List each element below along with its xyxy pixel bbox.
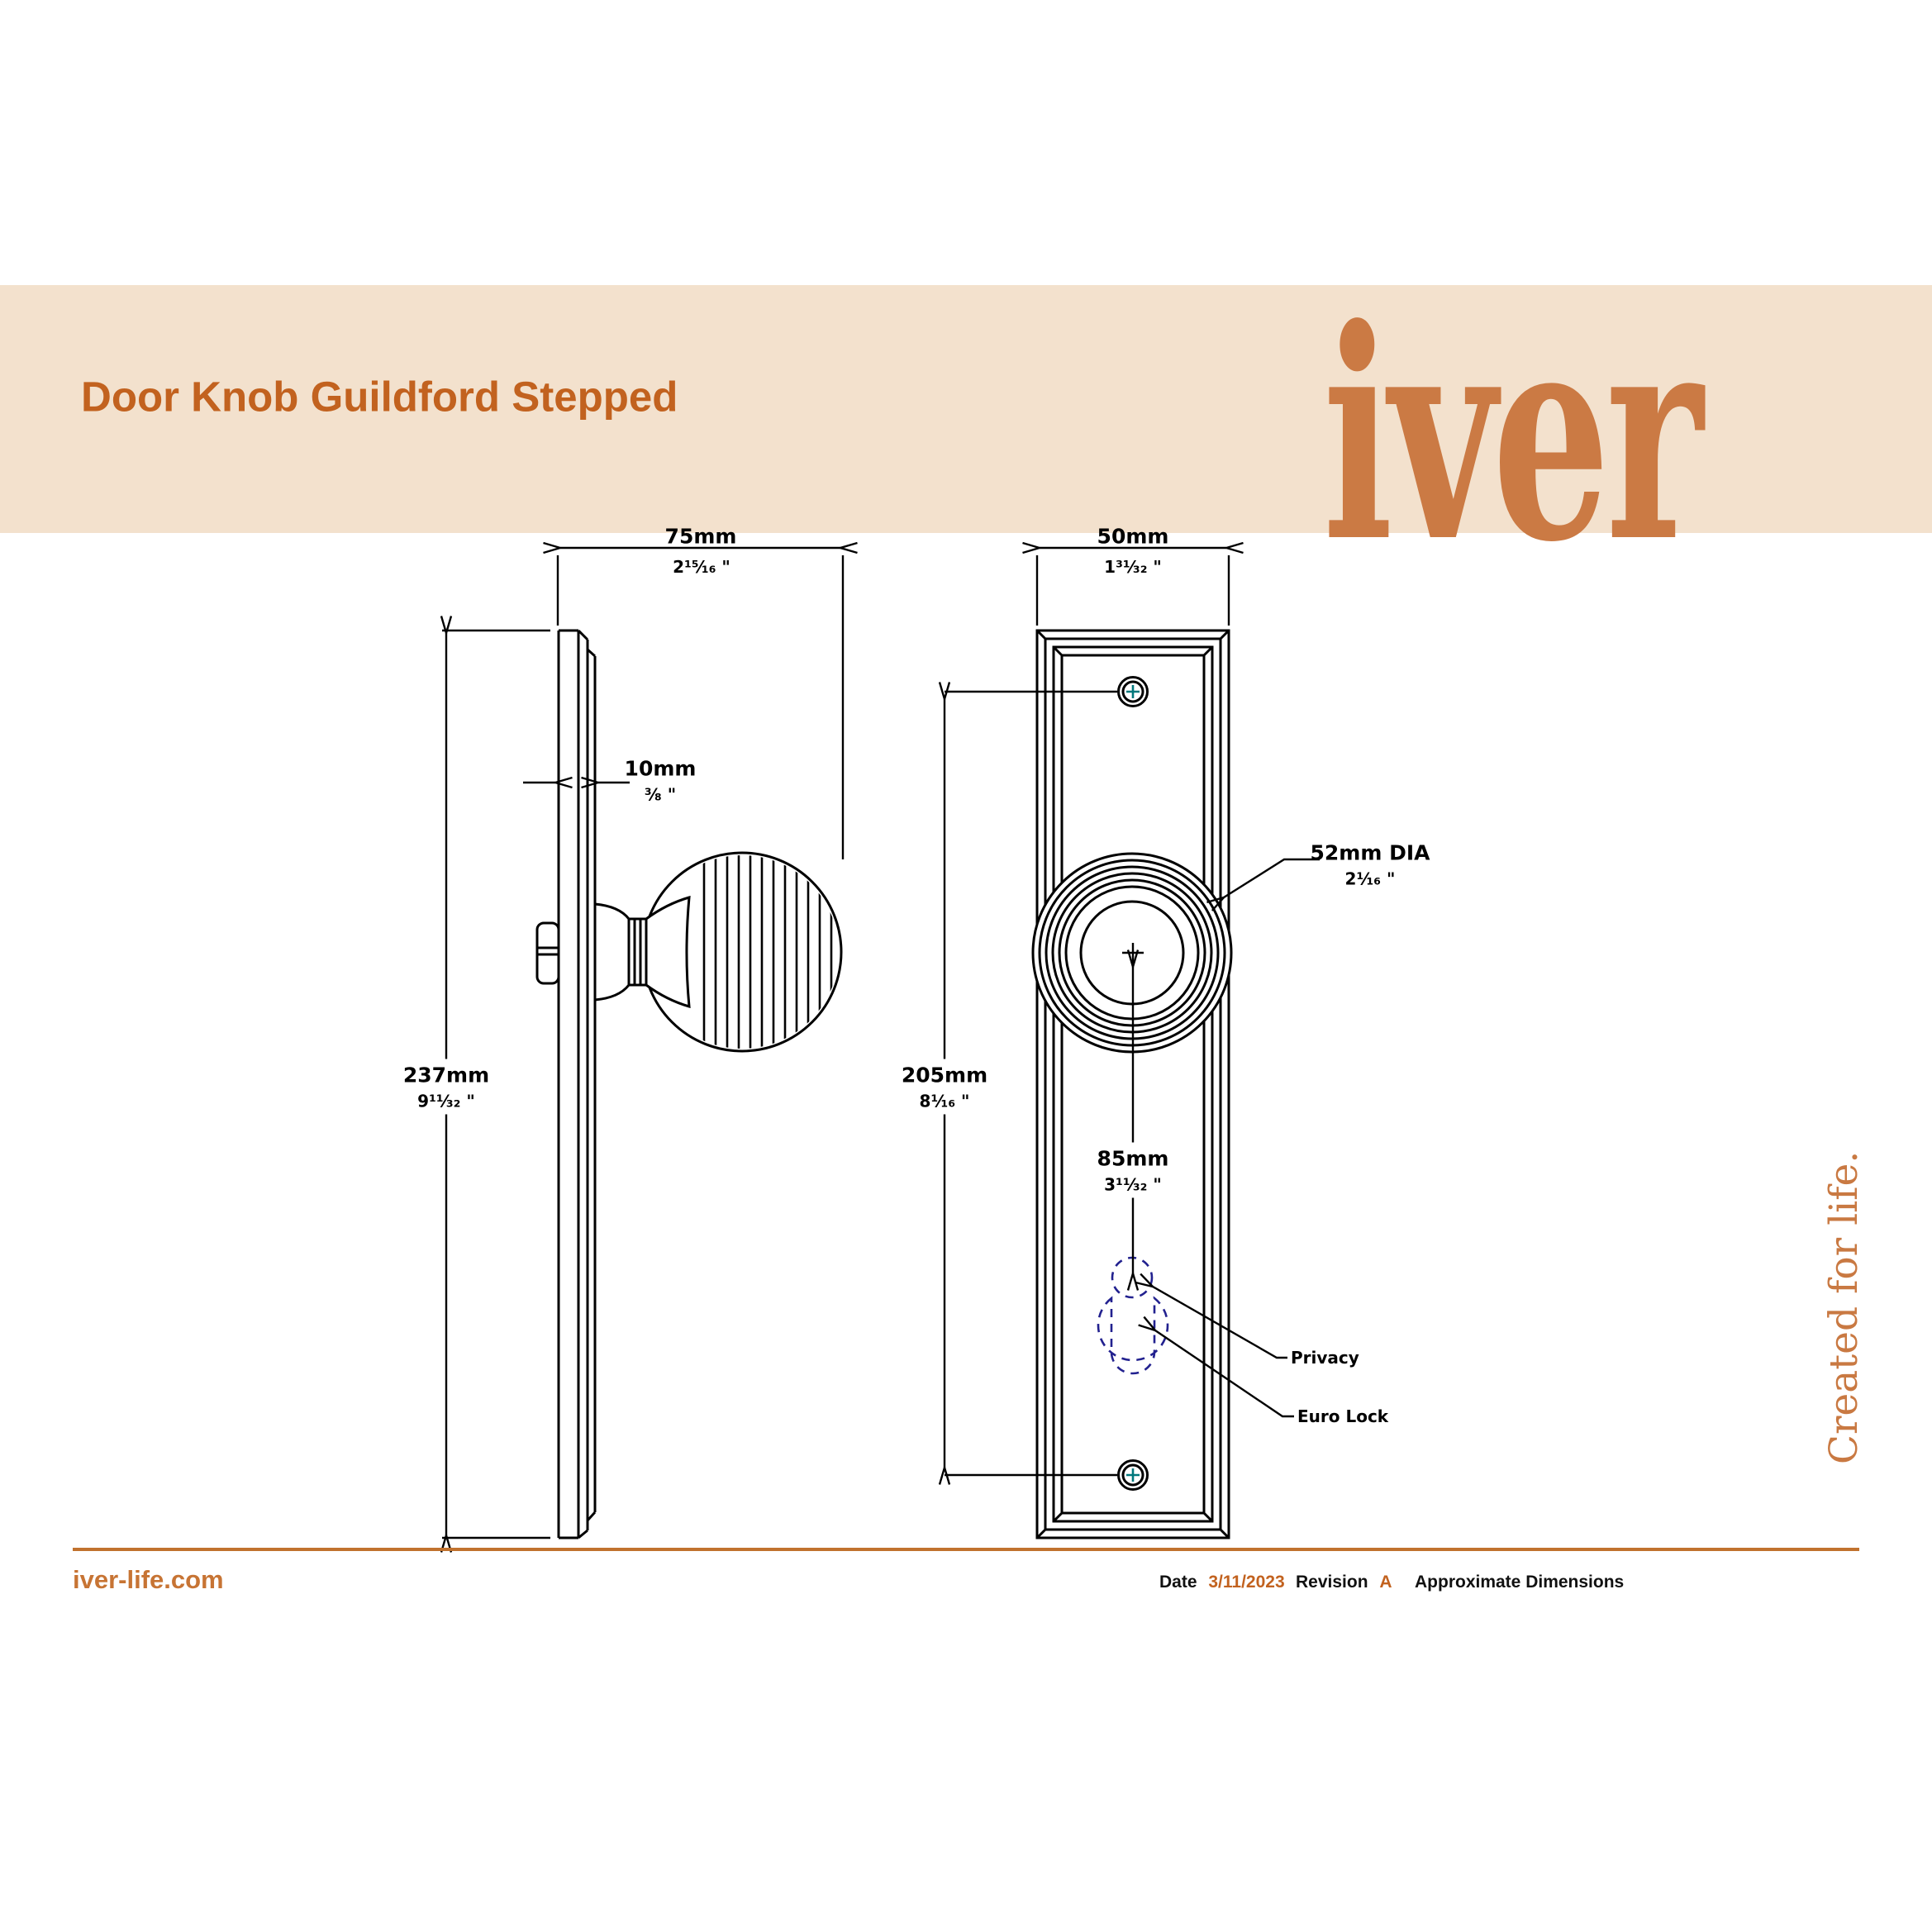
leader-52dia (1224, 858, 1320, 897)
header-band (0, 285, 1932, 533)
dimension-lines (442, 548, 1320, 1538)
backplate-front (1035, 629, 1230, 1539)
date-value: 3/11/2023 (1208, 1573, 1285, 1592)
approx-dimensions-note: Approximate Dimensions (1415, 1573, 1625, 1592)
website-link[interactable]: iver-life.com (73, 1565, 224, 1594)
screw-hole-bottom (1117, 1459, 1149, 1491)
euro-lock-cutout (1097, 1296, 1169, 1375)
knob-reeding (702, 855, 833, 1049)
dim-screw-centres: 205mm 8¹⁄₁₆ " (892, 1059, 997, 1115)
dim-plate-width-mm: 50mm (1097, 524, 1169, 549)
ext-lines-205 (945, 690, 1117, 1477)
leader-euro-lock (1155, 1330, 1294, 1418)
knob-side-view (593, 851, 843, 1053)
euro-lock-label: Euro Lock (1297, 1406, 1389, 1426)
footer-date: Date 3/11/2023 (1159, 1573, 1285, 1592)
privacy-label: Privacy (1291, 1348, 1359, 1368)
dim-plate-thickness: 10mm ³⁄₈ " (624, 756, 697, 805)
footer-revision: Revision A (1296, 1573, 1392, 1592)
side-fixing-detail (535, 921, 560, 985)
ext-lines-75 (556, 555, 845, 859)
side-view (535, 629, 843, 1539)
page-title: Door Knob Guildford Stepped (81, 373, 678, 421)
revision-label: Revision (1296, 1573, 1368, 1592)
dim-plate-width-inch: 1³¹⁄₃₂ " (1104, 557, 1162, 577)
revision-value: A (1379, 1573, 1392, 1592)
dim-plate-height: 237mm 9¹¹⁄₃₂ " (394, 1059, 498, 1115)
leader-privacy (1153, 1287, 1287, 1359)
footer-rule (73, 1548, 1859, 1551)
side-plate-profile (557, 629, 597, 1539)
dim-overall-projection-inch: 2¹⁵⁄₁₆ " (673, 557, 730, 577)
lock-cutouts (1097, 1256, 1169, 1375)
dim-knob-diameter: 52mm DIA 2¹⁄₁₆ " (1310, 840, 1430, 889)
footer-note: Approximate Dimensions (1415, 1573, 1624, 1592)
ext-lines-50 (1035, 555, 1230, 626)
screw-cross-top (1126, 685, 1140, 698)
dim-overall-projection-mm: 75mm (664, 524, 737, 549)
screw-cross-bottom (1126, 1468, 1140, 1482)
date-label: Date (1159, 1573, 1197, 1592)
screw-hole-top (1117, 676, 1149, 707)
knob-collar-lines (627, 919, 648, 985)
dim-knob-to-keyhole: 85mm 3¹¹⁄₃₂ " (1088, 1142, 1178, 1198)
ext-lines-237 (442, 629, 550, 1539)
knob-neck (593, 895, 691, 1009)
